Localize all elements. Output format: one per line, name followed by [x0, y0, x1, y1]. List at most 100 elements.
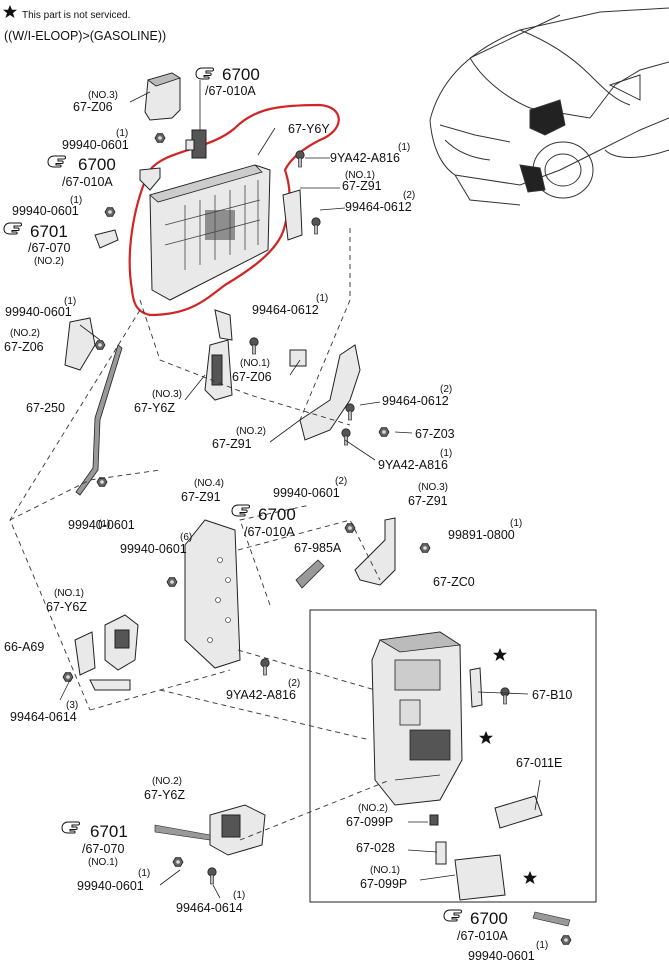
label-qty: (1)	[116, 128, 128, 139]
cover-67-011e[interactable]	[494, 795, 543, 829]
pointing-hand-icon	[195, 67, 214, 80]
bracket-67-z91-no4[interactable]	[184, 519, 241, 669]
bolt-99464-0612-c[interactable]	[345, 403, 355, 421]
header-note: This part is not serviced.	[3, 5, 130, 21]
junction-box-67-zc0[interactable]	[371, 631, 463, 806]
label-qty: (1)	[70, 195, 82, 206]
nut-99891-0800[interactable]	[419, 543, 431, 553]
nut-99464-0614-a[interactable]	[62, 672, 74, 682]
callout-6700-c[interactable]: 6700 /67-010A	[231, 504, 296, 539]
nut-99940-0601-g[interactable]	[172, 857, 184, 867]
bolt-67-985a[interactable]	[295, 559, 325, 589]
fuse-67-099p-no1[interactable]	[454, 854, 506, 901]
cap-67-z06-no1[interactable]	[289, 349, 307, 367]
bracket-67-z91-no3[interactable]	[354, 517, 396, 586]
label-67-z06-no2: 67-Z06	[4, 340, 44, 354]
highlight-outline	[128, 103, 340, 317]
nut-99940-0601-f[interactable]	[344, 523, 356, 533]
clip-6700-a[interactable]	[139, 167, 161, 191]
svg-text:/67-070: /67-070	[28, 241, 70, 255]
label-qty: (6)	[180, 532, 192, 543]
label-67-z91-no2: 67-Z91	[212, 437, 252, 451]
label-qty: (3)	[66, 700, 78, 711]
clip-6701-b[interactable]	[154, 824, 211, 841]
label-99940-0601: 99940-0601	[68, 518, 135, 532]
callout-6700-d[interactable]: 6700 /67-010A	[443, 909, 508, 943]
callout-6701-a[interactable]: 6701 /67-070 (NO.2)	[3, 222, 70, 267]
nut-99940-0601-e[interactable]	[166, 577, 178, 587]
bracket-67-z91-no2[interactable]	[299, 344, 361, 441]
label-qty: (1)	[64, 296, 76, 307]
label-qty: (2)	[335, 476, 347, 487]
bolt-99464-0614-b[interactable]	[207, 867, 217, 885]
nut-99940-0601-a[interactable]	[154, 133, 166, 143]
bolt-9ya42-a816-a[interactable]	[295, 150, 305, 168]
zc0-group-box	[309, 609, 597, 903]
label-99940-0601: 99940-0601	[273, 486, 340, 500]
label-qty: (NO.2)	[236, 426, 266, 437]
pointing-hand-icon	[3, 222, 22, 235]
label-67-y6z-no1: 67-Y6Z	[46, 600, 87, 614]
label-67-y6z-no3: 67-Y6Z	[134, 401, 175, 415]
label-99940-0601: 99940-0601	[77, 879, 144, 893]
clip-6701-a[interactable]	[94, 229, 119, 249]
svg-text:6701: 6701	[90, 822, 128, 841]
svg-text:/67-010A: /67-010A	[244, 525, 295, 539]
label-67-099p-no1: 67-099P	[360, 877, 407, 891]
callout-6700-b[interactable]: 6700 /67-010A	[47, 155, 116, 189]
nut-99940-0601-c[interactable]	[94, 340, 106, 350]
nut-99940-0601-h[interactable]	[560, 935, 572, 945]
clip-star-a[interactable]	[469, 667, 483, 708]
bracket-67-z91-no1[interactable]	[282, 189, 303, 241]
clip-6700-d[interactable]	[532, 911, 571, 927]
svg-text:/67-010A: /67-010A	[457, 929, 508, 943]
bolt-9ya42-a816-c[interactable]	[260, 658, 270, 676]
label-67-099p-no2: 67-099P	[346, 815, 393, 829]
variant-condition: ((W/I-ELOOP)>(GASOLINE))	[4, 29, 166, 43]
module-67-y6y[interactable]	[128, 103, 340, 317]
label-99940-0601: 99940-0601	[5, 305, 72, 319]
cap-67-z06-no2[interactable]	[64, 317, 96, 371]
label-99940-0601: 99940-0601	[62, 138, 129, 152]
label-qty: (NO.2)	[10, 328, 40, 339]
connector-top[interactable]	[185, 129, 207, 159]
label-qty: (1)	[536, 940, 548, 951]
label-67-y6y: 67-Y6Y	[288, 122, 330, 136]
pointing-hand-icon	[61, 821, 80, 834]
cable-67-250[interactable]	[75, 344, 123, 496]
label-qty: (1)	[316, 293, 328, 304]
fuse-67-099p-no2[interactable]	[429, 814, 439, 826]
label-67-zc0: 67-ZC0	[433, 575, 475, 589]
label-9ya42-a816: 9YA42-A816	[330, 151, 400, 165]
label-qty: (NO.3)	[88, 90, 118, 101]
label-qty: (NO.1)	[345, 170, 375, 181]
svg-text:6700: 6700	[258, 505, 296, 524]
bolt-99464-0612-a[interactable]	[311, 217, 321, 235]
callout-6701-b[interactable]: 6701 /67-070 (NO.1)	[61, 821, 128, 868]
bolt-99464-0612-b[interactable]	[249, 337, 259, 355]
label-qty: (NO.1)	[370, 865, 400, 876]
label-qty: (1)	[398, 142, 410, 153]
pointing-hand-icon	[231, 504, 250, 517]
label-9ya42-a816: 9YA42-A816	[378, 458, 448, 472]
bolt-67-b10[interactable]	[500, 687, 510, 705]
leader-lines	[59, 80, 541, 899]
fuse-67-028[interactable]	[435, 841, 447, 865]
nut-67-z03[interactable]	[378, 427, 390, 437]
label-67-y6z-no2: 67-Y6Z	[144, 788, 185, 802]
star-icon	[493, 648, 507, 661]
label-qty: (NO.2)	[152, 776, 182, 787]
cap-67-z06-no3[interactable]	[144, 72, 181, 121]
label-99940-0601: 99940-0601	[12, 204, 79, 218]
label-67-z91-no3: 67-Z91	[408, 494, 448, 508]
not-serviced-note: This part is not serviced.	[22, 10, 130, 21]
label-67-z91-no1: 67-Z91	[342, 179, 382, 193]
svg-text:(NO.2): (NO.2)	[34, 256, 64, 267]
callout-6700-a[interactable]: 6700 /67-010A	[195, 65, 260, 98]
label-qty: (NO.3)	[418, 482, 448, 493]
nut-99940-0601-d[interactable]	[96, 477, 108, 487]
nut-99940-0601-b[interactable]	[104, 207, 116, 217]
part-66-a69[interactable]	[74, 631, 96, 676]
label-67-250: 67-250	[26, 401, 65, 415]
